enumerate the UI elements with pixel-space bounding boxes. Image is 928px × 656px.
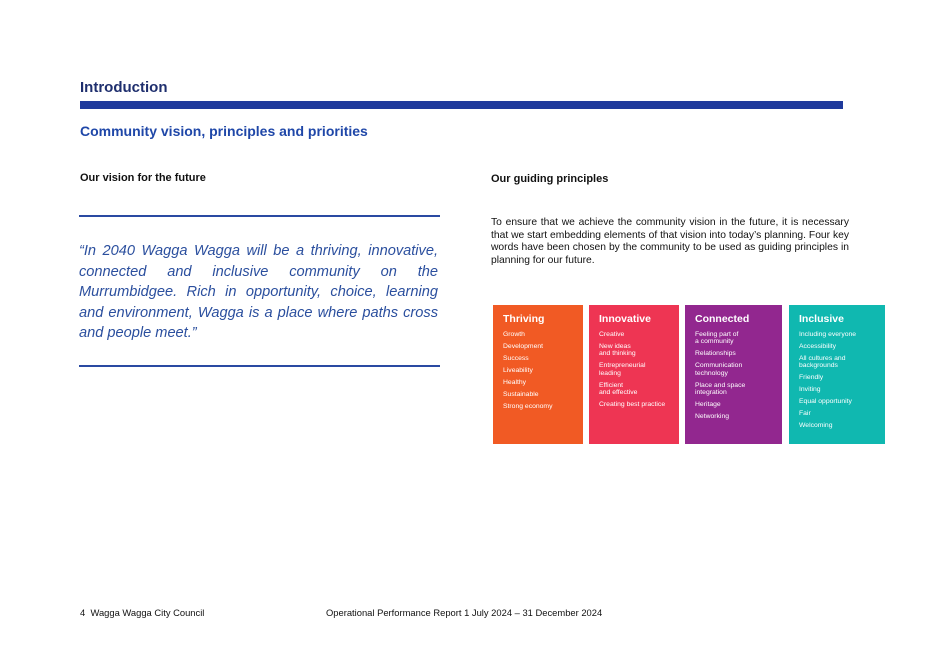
principle-keyword: Networking [695, 413, 729, 421]
footer-page-info: 4 Wagga Wagga City Council [80, 607, 204, 618]
principle-card-list: Growth Development Success Liveability H… [503, 331, 574, 410]
section-title: Introduction [80, 79, 168, 96]
principles-intro: To ensure that we achieve the community … [491, 217, 849, 266]
principle-keyword: Feeling part of a community [695, 331, 739, 346]
vision-bottom-rule [79, 365, 440, 367]
vision-top-rule [79, 215, 440, 217]
footer-report-title: Operational Performance Report 1 July 20… [326, 607, 603, 618]
principle-keyword: Liveability [503, 367, 533, 374]
principle-card-title: Innovative [599, 313, 651, 325]
principle-keyword: Welcoming [799, 422, 833, 430]
principle-keyword: Entrepreneurial leading [599, 362, 646, 377]
principle-keyword: All cultures and backgrounds [799, 355, 846, 370]
principle-keyword: Efficient and effective [599, 381, 638, 397]
principle-keyword: Strong economy [503, 403, 553, 410]
principle-card-innovative: Innovative Creative New ideas and thinki… [589, 305, 679, 444]
principle-keyword: Growth [503, 331, 525, 338]
principle-keyword: New ideas and thinking [599, 343, 636, 358]
principle-keyword: Creating best practice [599, 401, 666, 409]
principle-keyword: Creative [599, 331, 625, 338]
section-divider [80, 101, 843, 109]
principle-keyword: Heritage [695, 401, 721, 409]
principle-keyword: Equal opportunity [799, 398, 852, 406]
principle-card-title: Connected [695, 313, 750, 325]
principle-keyword: Sustainable [503, 391, 539, 398]
principles-heading: Our guiding principles [491, 173, 609, 185]
principle-keyword: Accessibility [799, 343, 837, 350]
principle-card-title: Inclusive [799, 313, 844, 325]
vision-heading: Our vision for the future [80, 172, 206, 184]
principle-card-title: Thriving [503, 313, 545, 325]
principle-card-inclusive: Inclusive Including everyone Accessibili… [789, 305, 885, 444]
principle-card-list: Creative New ideas and thinking Entrepre… [599, 331, 670, 409]
principle-keyword: Success [503, 355, 529, 362]
principle-card-list: Feeling part of a community Relationship… [695, 331, 773, 421]
principle-card-thriving: Thriving Growth Development Success Live… [493, 305, 583, 444]
principle-card-list: Including everyone Accessibility All cul… [799, 331, 876, 430]
footer-organisation: Wagga Wagga City Council [90, 607, 205, 618]
principle-keyword: Friendly [799, 374, 824, 382]
vision-quote: “In 2040 Wagga Wagga will be a thriving,… [79, 243, 438, 341]
principle-keyword: Communication technology [695, 362, 743, 377]
principle-keyword: Development [503, 343, 544, 350]
principle-keyword: Fair [799, 410, 811, 418]
principle-keyword: Including everyone [799, 331, 857, 338]
principle-card-connected: Connected Feeling part of a community Re… [685, 305, 782, 444]
principle-keyword: Inviting [799, 386, 821, 394]
principle-keyword: Healthy [503, 379, 527, 386]
principle-keyword: Place and space integration [695, 381, 746, 397]
principle-keyword: Relationships [695, 350, 736, 358]
footer-page-number: 4 [80, 607, 86, 618]
page-subtitle: Community vision, principles and priorit… [80, 123, 368, 139]
